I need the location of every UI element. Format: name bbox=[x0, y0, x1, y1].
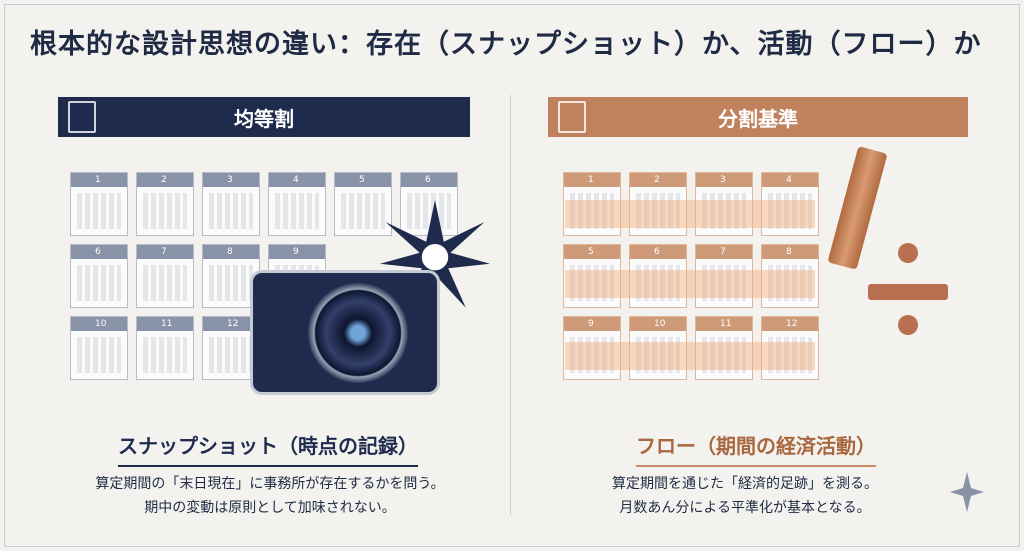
month-number: 3 bbox=[696, 173, 752, 187]
calendar-month: 4 bbox=[761, 172, 819, 236]
month-number: 3 bbox=[203, 173, 259, 187]
month-number: 2 bbox=[137, 173, 193, 187]
month-number: 6 bbox=[71, 245, 127, 259]
flash-icon bbox=[380, 200, 490, 308]
flow-band bbox=[565, 270, 815, 298]
calendar-month: 5 bbox=[334, 172, 392, 236]
month-number: 8 bbox=[203, 245, 259, 259]
month-number: 7 bbox=[696, 245, 752, 259]
month-number: 2 bbox=[630, 173, 686, 187]
left-header-label: 均等割 bbox=[234, 106, 294, 131]
camera-icon bbox=[250, 270, 440, 395]
calendar-month: 1 bbox=[563, 172, 621, 236]
flow-band bbox=[565, 342, 815, 370]
month-number: 10 bbox=[630, 317, 686, 331]
calendar-month: 2 bbox=[629, 172, 687, 236]
month-number: 4 bbox=[762, 173, 818, 187]
calendar-month: 10 bbox=[629, 316, 687, 380]
calendar-month: 2 bbox=[136, 172, 194, 236]
calendar-month: 3 bbox=[695, 172, 753, 236]
compass-icon bbox=[950, 472, 984, 512]
calendar-month: 10 bbox=[70, 316, 128, 380]
calendar-month: 6 bbox=[629, 244, 687, 308]
month-number: 6 bbox=[401, 173, 457, 187]
calendar-month: 3 bbox=[202, 172, 260, 236]
month-number: 11 bbox=[696, 317, 752, 331]
divider bbox=[510, 95, 511, 515]
right-subtitle: フロー（期間の経済活動） bbox=[636, 430, 876, 467]
right-header-label: 分割基準 bbox=[718, 106, 798, 131]
calendar-month: 8 bbox=[761, 244, 819, 308]
month-number: 9 bbox=[564, 317, 620, 331]
right-header: 分割基準 bbox=[548, 97, 968, 137]
calendar-month: 1 bbox=[70, 172, 128, 236]
month-number: 5 bbox=[564, 245, 620, 259]
month-number: 12 bbox=[762, 317, 818, 331]
calendar-month: 7 bbox=[136, 244, 194, 308]
month-number: 5 bbox=[335, 173, 391, 187]
calendar-month: 6 bbox=[70, 244, 128, 308]
month-number: 11 bbox=[137, 317, 193, 331]
calendar-month: 9 bbox=[563, 316, 621, 380]
month-number: 1 bbox=[564, 173, 620, 187]
month-number: 10 bbox=[71, 317, 127, 331]
calendar-month: 8 bbox=[202, 244, 260, 308]
left-header: 均等割 bbox=[58, 97, 470, 137]
page-title: 根本的な設計思想の違い：存在（スナップショット）か、活動（フロー）か bbox=[30, 29, 982, 60]
flow-band bbox=[565, 200, 815, 228]
month-number: 12 bbox=[203, 317, 259, 331]
calendar-month: 6 bbox=[400, 172, 458, 236]
calendar-month: 12 bbox=[761, 316, 819, 380]
calendar-month: 11 bbox=[136, 316, 194, 380]
month-number: 9 bbox=[269, 245, 325, 259]
building-icon bbox=[558, 101, 586, 133]
calendar-month: 5 bbox=[563, 244, 621, 308]
left-description: 算定期間の「末日現在」に事務所が存在するかを問う。期中の変動は原則として加味され… bbox=[95, 476, 445, 516]
calendar-month: 11 bbox=[695, 316, 753, 380]
month-number: 4 bbox=[269, 173, 325, 187]
right-description: 算定期間を通じた「経済的足跡」を測る。月数あん分による平準化が基本となる。 bbox=[612, 476, 878, 516]
month-number: 8 bbox=[762, 245, 818, 259]
month-number: 7 bbox=[137, 245, 193, 259]
calendar-month: 7 bbox=[695, 244, 753, 308]
month-number: 6 bbox=[630, 245, 686, 259]
month-number: 1 bbox=[71, 173, 127, 187]
frame bbox=[4, 4, 1020, 547]
building-icon bbox=[68, 101, 96, 133]
calendar-month: 4 bbox=[268, 172, 326, 236]
left-subtitle: スナップショット（時点の記録） bbox=[118, 430, 418, 467]
